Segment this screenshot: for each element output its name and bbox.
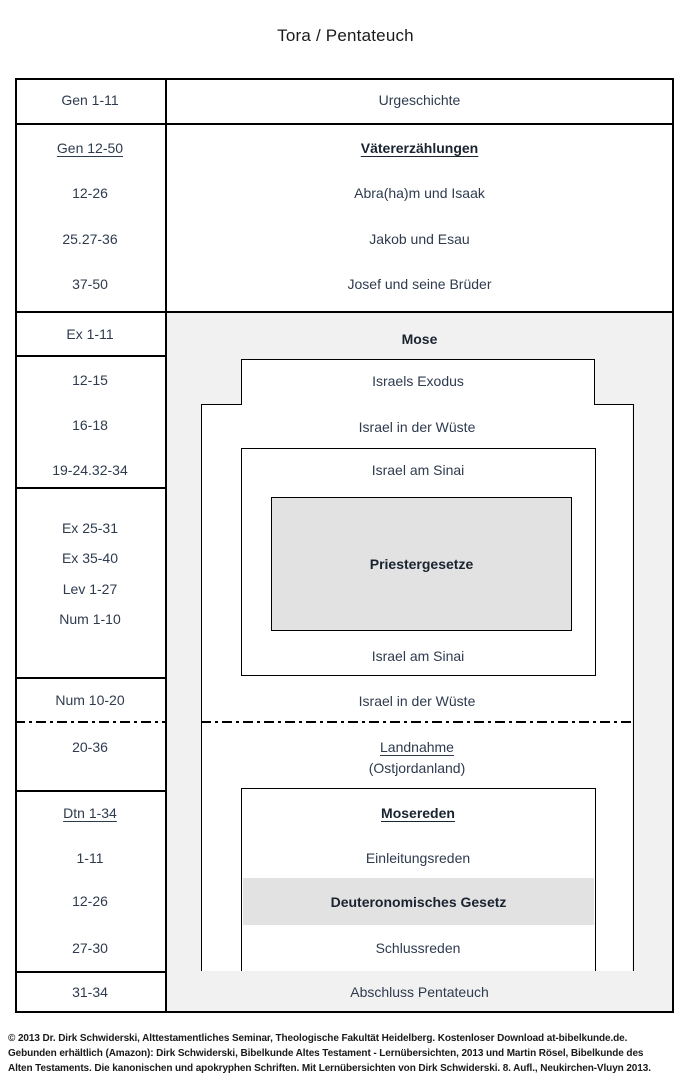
ref-ex-19-24-32-34: 19-24.32-34 — [52, 462, 128, 478]
row-line-vaetererzaehlungen-bottom — [15, 311, 674, 313]
label-israels-exodus: Israels Exodus — [372, 373, 464, 389]
exodus-level-fill — [242, 360, 594, 404]
priestergesetze-box: Priestergesetze — [271, 497, 572, 631]
wueste-step-right-line — [594, 404, 634, 405]
ref-num-20-36: 20-36 — [72, 739, 108, 755]
ref-ex-12-15: 12-15 — [72, 372, 108, 388]
label-abraham-isaak: Abra(ha)m und Isaak — [354, 185, 485, 201]
ref-dtn-12-26: 12-26 — [72, 893, 108, 909]
label-wueste-oben: Israel in der Wüste — [358, 419, 476, 435]
label-einleitungsreden: Einleitungsreden — [365, 850, 471, 866]
label-vaetererzaehlungen: Vätererzählungen — [360, 140, 479, 156]
ref-dtn-31-34: 31-34 — [72, 984, 108, 1000]
ref-ex-35-40: Ex 35-40 — [61, 550, 119, 566]
exodus-box-top-line — [241, 359, 595, 360]
column-divider-line — [165, 78, 167, 1013]
wueste-step-left-line — [201, 404, 242, 405]
ref-dtn-27-30: 27-30 — [72, 940, 108, 956]
ref-dtn-1-34: Dtn 1-34 — [63, 805, 117, 821]
ref-ex-1-11: Ex 1-11 — [66, 326, 114, 342]
row-line-priester-bottom — [15, 677, 165, 679]
ref-ex-16-18: 16-18 — [72, 417, 108, 433]
ref-num-1-10: Num 1-10 — [59, 611, 121, 627]
row-line-ex1-11-bottom — [15, 355, 165, 357]
left-column-dashed-line — [15, 721, 165, 723]
ref-num-10-20: Num 10-20 — [55, 692, 125, 708]
footer-line-3: Alten Testaments. Die kanonischen und ap… — [8, 1063, 651, 1074]
exodus-box-left-line — [241, 359, 242, 404]
exodus-box-right-line — [594, 359, 595, 404]
row-line-ex-wueste-bottom — [15, 487, 165, 489]
label-jakob-esau: Jakob und Esau — [369, 231, 470, 247]
footer-line-1: © 2013 Dr. Dirk Schwiderski, Alttestamen… — [8, 1033, 628, 1044]
row-line-dtn-bottom — [15, 971, 165, 973]
footer-credits: © 2013 Dr. Dirk Schwiderski, Alttestamen… — [8, 1031, 687, 1076]
wueste-box-right-line — [633, 404, 634, 971]
label-landnahme-block: Landnahme (Ostjordanland) — [201, 737, 633, 779]
label-wueste-unten: Israel in der Wüste — [358, 693, 476, 709]
label-mose: Mose — [401, 331, 438, 347]
label-josef-brueder: Josef und seine Brüder — [347, 276, 492, 292]
deuteronomisches-gesetz-label: Deuteronomisches Gesetz — [330, 893, 507, 910]
ref-gen-25-27-36: 25.27-36 — [62, 231, 118, 247]
table-outer-border — [15, 78, 674, 1013]
label-sinai-unten: Israel am Sinai — [371, 648, 465, 664]
ref-gen-12-50: Gen 12-50 — [56, 140, 124, 156]
label-schlussreden: Schlussreden — [375, 940, 461, 956]
footer-line-2: Gebunden erhältlich (Amazon): Dirk Schwi… — [8, 1048, 644, 1059]
ref-gen-1-11: Gen 1-11 — [61, 92, 119, 108]
wueste-landnahme-dashed-line — [201, 721, 633, 723]
label-abschluss-pentateuch: Abschluss Pentateuch — [350, 984, 489, 1000]
ref-lev-1-27: Lev 1-27 — [62, 581, 118, 597]
label-landnahme: Landnahme — [380, 739, 454, 755]
page-title: Tora / Pentateuch — [277, 26, 414, 45]
ref-gen-37-50: 37-50 — [72, 276, 108, 292]
deuteronomisches-gesetz-band: Deuteronomisches Gesetz — [243, 878, 594, 925]
priestergesetze-label: Priestergesetze — [369, 556, 474, 572]
ref-ex-25-31: Ex 25-31 — [61, 520, 119, 536]
label-urgeschichte: Urgeschichte — [378, 92, 461, 108]
label-mosereden: Mosereden — [381, 805, 455, 821]
wueste-box-left-line — [201, 404, 202, 971]
ref-gen-12-26: 12-26 — [72, 185, 108, 201]
row-line-urgeschichte-bottom — [15, 123, 674, 125]
ref-dtn-1-11: 1-11 — [76, 850, 104, 866]
label-sinai-oben: Israel am Sinai — [371, 462, 465, 478]
label-ostjordanland: (Ostjordanland) — [368, 760, 466, 776]
row-line-20-36-bottom — [15, 790, 165, 792]
